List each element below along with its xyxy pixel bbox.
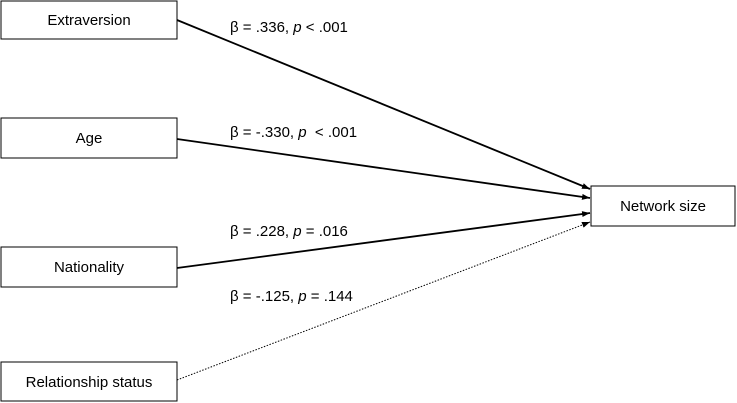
node-extraversion: Extraversion xyxy=(0,0,178,40)
node-box xyxy=(0,117,178,159)
path-label-extraversion: β = .336, p < .001 xyxy=(230,19,348,36)
path-label-nationality: β = .228, p = .016 xyxy=(230,223,348,240)
path-extraversion-to-network-size xyxy=(176,19,591,190)
node-label: Network size xyxy=(620,198,706,215)
path-label-relationship-status: β = -.125, p = .144 xyxy=(230,288,353,305)
p-letter: p xyxy=(292,223,301,240)
beta-text: β = -.330, xyxy=(230,124,298,141)
p-letter: p xyxy=(297,124,306,141)
beta-text: β = .336, xyxy=(230,19,293,36)
p-value-text: = .016 xyxy=(302,223,348,240)
beta-text: β = -.125, xyxy=(230,288,298,305)
p-letter: p xyxy=(297,288,306,305)
node-label: Extraversion xyxy=(47,12,130,29)
beta-text: β = .228, xyxy=(230,223,293,240)
node-box xyxy=(0,361,178,402)
node-label: Age xyxy=(76,130,103,147)
path-nationality-to-network-size xyxy=(176,211,591,269)
node-label: Relationship status xyxy=(26,374,153,391)
node-network-size: Network size xyxy=(590,185,736,227)
p-value-text: < .001 xyxy=(302,19,348,36)
path-age-to-network-size xyxy=(176,138,591,200)
p-value-text: < .001 xyxy=(307,124,357,141)
node-relationship-status: Relationship status xyxy=(0,361,178,402)
path-label-age: β = -.330, p < .001 xyxy=(230,124,357,141)
node-box xyxy=(0,0,178,40)
node-nationality: Nationality xyxy=(0,246,178,288)
p-letter: p xyxy=(292,19,301,36)
node-label: Nationality xyxy=(54,259,125,276)
node-age: Age xyxy=(0,117,178,159)
node-box xyxy=(590,185,736,227)
p-value-text: = .144 xyxy=(307,288,353,305)
node-box xyxy=(0,246,178,288)
